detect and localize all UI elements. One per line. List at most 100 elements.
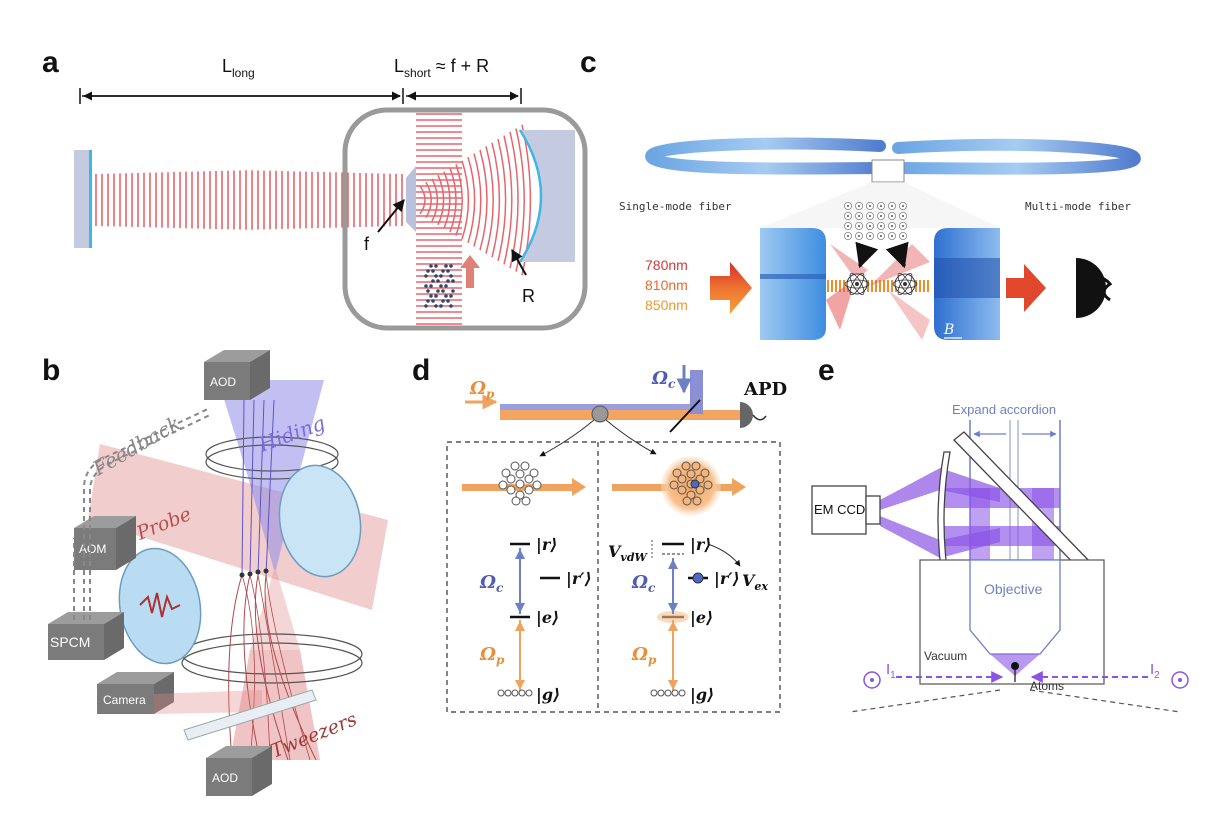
atom-dot: [434, 294, 438, 298]
cluster-atom: [515, 469, 525, 479]
cluster-atom: [511, 496, 521, 506]
grid-atom-core: [847, 235, 849, 237]
atom-dot: [436, 279, 440, 283]
atom-symbol-1: [844, 273, 870, 295]
svg-text:|e⟩: |e⟩: [690, 608, 713, 627]
fiber-end-left: [760, 228, 826, 340]
cluster-atom: [532, 480, 542, 490]
emccd-label: EM CCD: [814, 502, 865, 517]
atom-dot: [441, 269, 445, 273]
objective-lens: [969, 559, 1061, 655]
wavefront-arc: [431, 178, 439, 222]
grid-atom-core: [869, 205, 871, 207]
atom-cluster-left: [498, 461, 542, 506]
vacuum-chamber-outline: [342, 107, 588, 331]
svg-text:|g⟩: |g⟩: [690, 685, 714, 704]
wavefront-arc: [503, 135, 513, 265]
omega-c-top: Ωc: [651, 368, 676, 391]
atom-dot: [429, 294, 433, 298]
grid-atom-core: [847, 225, 849, 227]
wavefront-arc: [467, 156, 476, 244]
single-mode-fiber-loop: [645, 137, 886, 175]
wavefront-arc: [515, 128, 525, 272]
atom-dot: [444, 284, 448, 288]
level-scheme-frame: [446, 441, 781, 713]
objective-label: Objective: [984, 581, 1043, 597]
cluster-atom: [703, 480, 713, 490]
atom-dot: [426, 289, 430, 293]
svg-text:AOD: AOD: [210, 375, 236, 389]
grid-atom-core: [891, 205, 893, 207]
cluster-atom: [672, 468, 682, 478]
wavefront-arc: [497, 139, 507, 261]
tweezer-ray: [254, 574, 289, 761]
polarization-i2-icon: [1171, 671, 1189, 689]
svg-text:|g⟩: |g⟩: [536, 685, 560, 704]
atom-dot: [446, 299, 450, 303]
atom-dot: [431, 279, 435, 283]
wavefront-arc: [491, 142, 501, 258]
cluster-atom: [529, 468, 539, 478]
grid-atom-core: [880, 225, 882, 227]
wavelength-850: 850nm: [645, 297, 688, 313]
grid-atom-core: [902, 225, 904, 227]
atom-dot: [446, 279, 450, 283]
trapped-atoms: [239, 568, 269, 578]
cluster-atom: [524, 474, 534, 484]
grid-atom-core: [858, 225, 860, 227]
svg-text:Ωp: Ωp: [631, 644, 657, 667]
left-mirror: [74, 150, 90, 248]
hiding-ray: [249, 399, 255, 576]
svg-text:AOD: AOD: [212, 771, 238, 785]
apd-label: APD: [743, 379, 787, 400]
svg-text:Ωc: Ωc: [631, 572, 656, 595]
panel-c: c Single-mode fiber Multi-mode fiber B: [580, 46, 1141, 340]
cluster-atom: [498, 480, 508, 490]
cluster-atom: [695, 485, 705, 495]
ground-atoms-left: [497, 689, 533, 697]
cluster-atom: [686, 469, 696, 479]
atom-array: [424, 264, 455, 308]
atom-cluster-right: [669, 461, 713, 506]
atom-symbol-2: [892, 273, 918, 295]
f-label: f: [364, 234, 370, 254]
panel-d: d APD Ωp Ωc: [412, 354, 787, 713]
atom-dot: [431, 269, 435, 273]
grid-atom-core: [902, 235, 904, 237]
panel-label-e: e: [818, 354, 835, 387]
wavefront-arc: [437, 174, 445, 226]
panel-label-d: d: [412, 354, 430, 387]
atom-dot: [441, 299, 445, 303]
expand-accordion-label: Expand accordion: [952, 402, 1056, 417]
wavelength-810: 810nm: [645, 277, 688, 293]
atom-dot: [451, 289, 455, 293]
wavefront-arc: [443, 171, 451, 229]
multi-mode-fiber-loop: [892, 138, 1141, 175]
control-beam-vertical: [690, 370, 703, 414]
level-diagram-right: |r⟩ |r′⟩ |e⟩ |g⟩ VvdW Vex Ωc Ωp: [608, 535, 768, 704]
cavity-mirror-right: [278, 464, 362, 578]
cluster-atom: [682, 496, 692, 506]
hiding-ray: [257, 399, 265, 576]
polarization-i1-icon: [863, 671, 881, 689]
wavelength-780: 780nm: [645, 257, 688, 273]
aod-bottom-box: AOD: [206, 746, 272, 796]
probe-beam-horizontal: [500, 410, 740, 420]
cluster-atom: [501, 468, 511, 478]
tweezer-rays: [228, 399, 317, 761]
atom-dot: [426, 299, 430, 303]
cluster-atom: [521, 496, 531, 506]
grid-atom-core: [891, 215, 893, 217]
svg-text:AOM: AOM: [79, 542, 106, 556]
v-ex-label: Vex: [742, 571, 768, 593]
panel-label-c: c: [580, 46, 597, 79]
single-mode-label: Single-mode fiber: [619, 200, 732, 213]
tweezer-ray: [264, 574, 317, 761]
omega-p-top: Ωp: [469, 378, 495, 401]
f-lens: [406, 166, 416, 232]
svg-text:Ωc: Ωc: [479, 572, 504, 595]
atoms-label: Atoms: [1030, 679, 1064, 693]
atom-dot: [449, 264, 453, 268]
cluster-atom: [524, 485, 534, 495]
